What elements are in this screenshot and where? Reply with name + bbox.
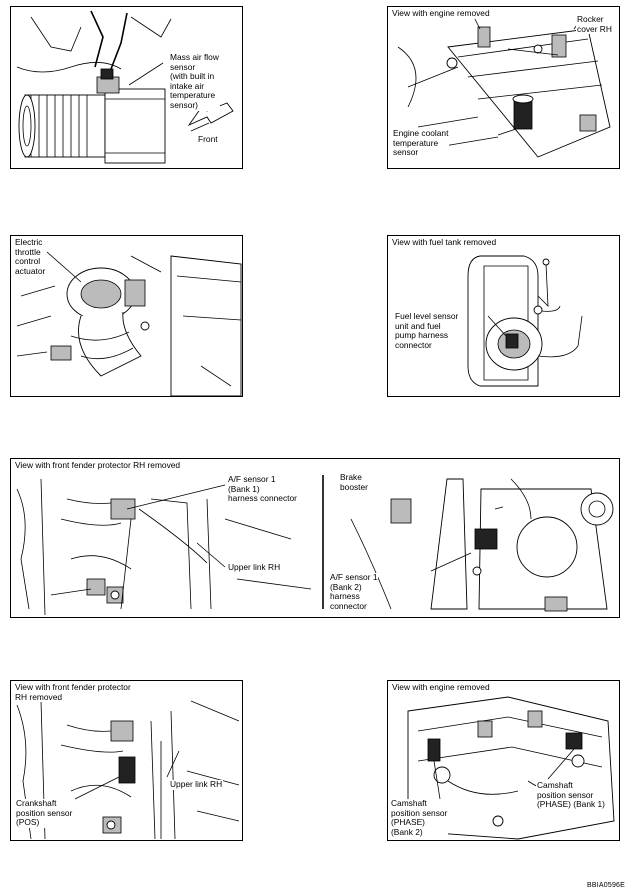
ckp-panel-header: View with front fender protector RH remo… xyxy=(15,682,133,703)
panel-fuel-level-sensor: View with fuel tank removed Fuel level s… xyxy=(387,235,620,397)
panel-camshaft-sensor: View with engine removed Camshaft positi… xyxy=(387,680,620,841)
af-sensor-bank2-label: A/F sensor 1 (Bank 2) harness connector xyxy=(329,572,379,612)
cmp-panel-header: View with engine removed xyxy=(392,682,492,693)
upper-link-label: Upper link RH xyxy=(227,562,282,573)
panel-throttle-actuator: Electric throttle control actuator xyxy=(10,235,243,397)
fuel-tank-illustration xyxy=(467,255,583,387)
maf-illustration xyxy=(16,10,234,164)
maf-sensor-label: Mass air flow sensor (with built in inta… xyxy=(169,52,220,111)
panel-ect-sensor: View with engine removed Rocker cover RH… xyxy=(387,6,620,169)
front-direction-label: Front xyxy=(197,134,219,145)
ect-sensor-label: Engine coolant temperature sensor xyxy=(392,128,450,158)
crankshaft-illustration xyxy=(16,700,240,840)
panel-maf-sensor: Mass air flow sensor (with built in inta… xyxy=(10,6,243,169)
throttle-actuator-label: Electric throttle control actuator xyxy=(14,237,47,277)
camshaft-sensor-bank1-label: Camshaft position sensor (PHASE) (Bank 1… xyxy=(536,780,606,810)
panel-af-sensor: View with front fender protector RH remo… xyxy=(10,458,620,618)
fuel-panel-header: View with fuel tank removed xyxy=(392,237,499,248)
throttle-illustration xyxy=(16,251,242,396)
af-panel-header: View with front fender protector RH remo… xyxy=(15,460,183,471)
af-sensor-bank1-label: A/F sensor 1 (Bank 1) harness connector xyxy=(227,474,298,504)
af-sensor-illustration xyxy=(16,475,614,616)
figure-code: BBIA0596E xyxy=(587,882,625,889)
upper-link-label-2: Upper link RH xyxy=(169,779,224,790)
panel-crankshaft-sensor: View with front fender protector RH remo… xyxy=(10,680,243,841)
rocker-cover-label: Rocker cover RH xyxy=(576,14,613,35)
brake-booster-label: Brake booster xyxy=(339,472,369,493)
crankshaft-sensor-label: Crankshaft position sensor (POS) xyxy=(15,798,74,828)
fuel-level-sensor-label: Fuel level sensor unit and fuel pump har… xyxy=(394,311,460,351)
camshaft-sensor-bank2-label: Camshaft position sensor (PHASE) (Bank 2… xyxy=(390,798,449,838)
ect-panel-header: View with engine removed xyxy=(392,8,492,19)
ect-illustration xyxy=(397,16,611,158)
